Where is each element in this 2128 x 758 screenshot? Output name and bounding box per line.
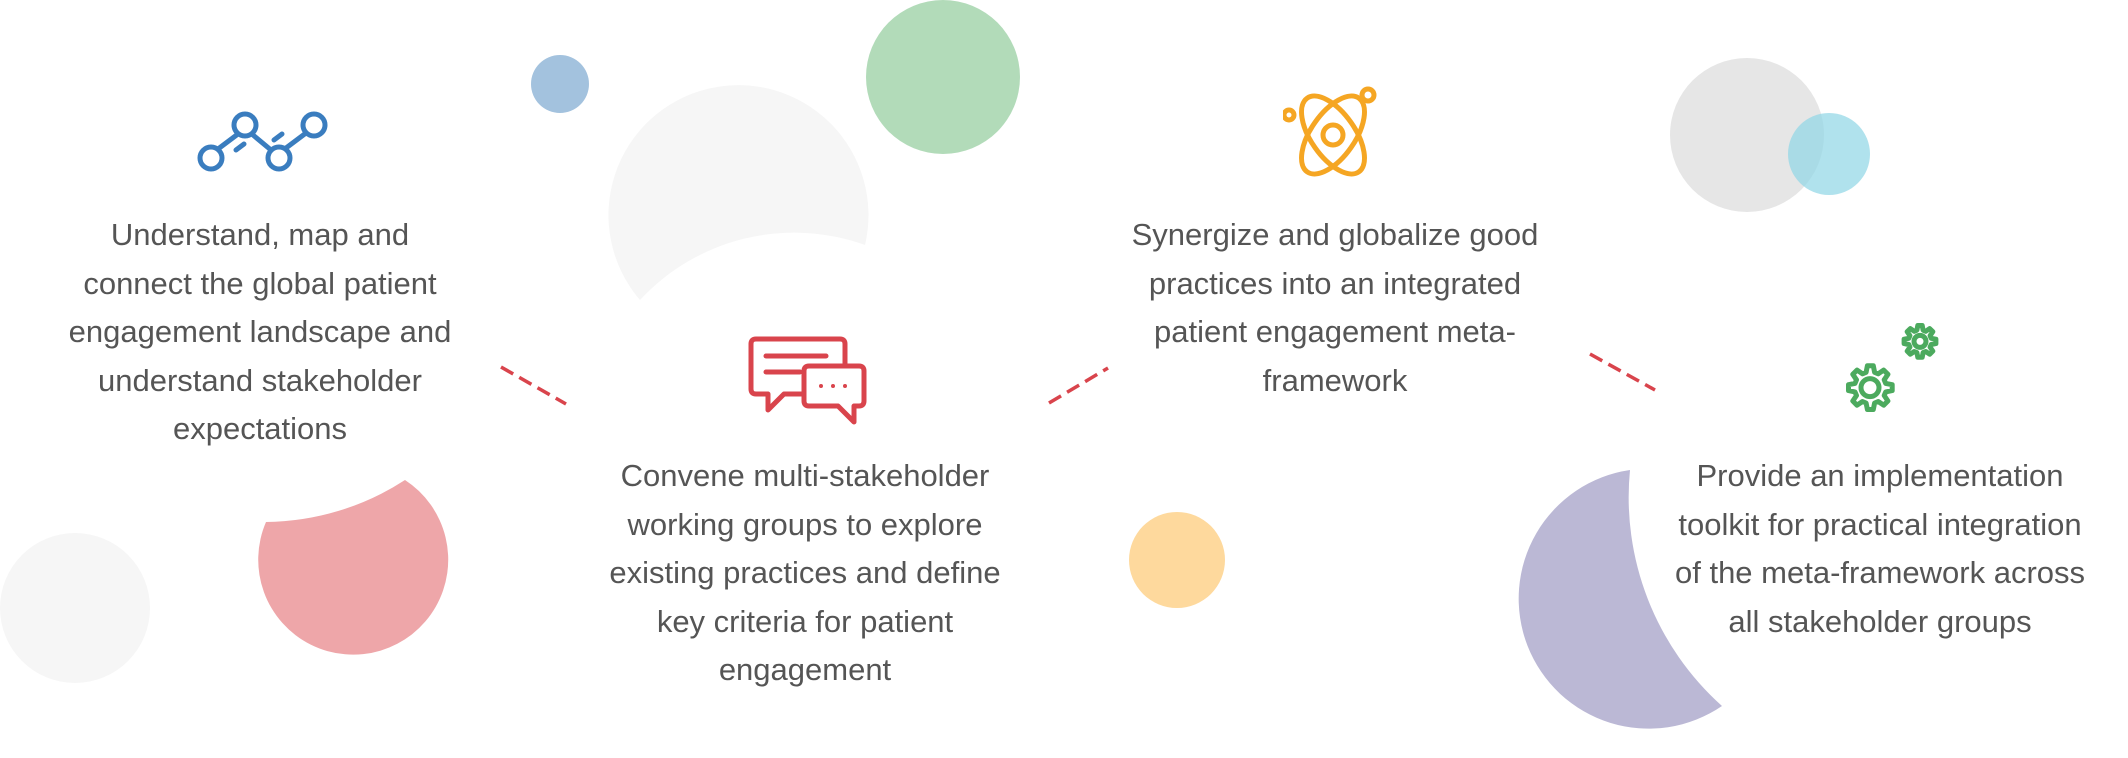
connector-1 [500,365,567,406]
step-2-line: existing practices and define [609,555,1001,590]
step-2-line: key criteria for patient [656,603,954,639]
gears-icon [1846,323,1939,412]
step-1-text: Understand, map and connect the global p… [30,211,490,454]
atom-icon [1283,86,1377,177]
bubble-green [866,0,1020,154]
bubble-purple-crescent [1518,470,1722,729]
bubble-blue [531,55,589,113]
bubble-cyan [1788,113,1870,195]
step-4-line: toolkit for practical integration [1678,506,2082,542]
step-4-line: all stakeholder groups [1728,603,2032,639]
bubble-light-left [0,533,150,683]
step-2-text: Convene multi-stakeholder working groups… [575,452,1035,695]
step-1-line: engagement landscape and [68,314,452,349]
step-4-line: of the meta-framework across [1674,555,2086,590]
step-2-line: engagement [718,652,892,687]
step-4-text: Provide an implementation toolkit for pr… [1650,452,2110,646]
bubble-red-crescent [258,480,449,655]
bubble-orange [1129,512,1225,608]
chat-bubbles-icon [748,336,867,425]
step-3-line: patient engagement meta- [1154,314,1516,349]
step-1-line: connect the global patient [83,265,437,301]
connector-3 [1589,352,1656,392]
step-4-line: Provide an implementation [1696,458,2064,493]
bubble-light-crescent [608,85,869,300]
network-nodes-icon [197,111,328,172]
step-1-line: understand stakeholder [97,362,422,398]
step-2-line: Convene multi-stakeholder [620,458,990,493]
step-1-line: Understand, map and [110,217,410,252]
step-1-line: expectations [172,411,348,446]
step-3-text: Synergize and globalize good practices i… [1105,211,1565,405]
step-3-line: practices into an integrated [1148,265,1522,301]
step-3-line: framework [1262,362,1408,398]
step-3-line: Synergize and globalize good [1131,217,1539,252]
step-2-line: working groups to explore [627,506,983,542]
connector-2 [1048,366,1109,405]
bubble-gray [1670,58,1824,212]
